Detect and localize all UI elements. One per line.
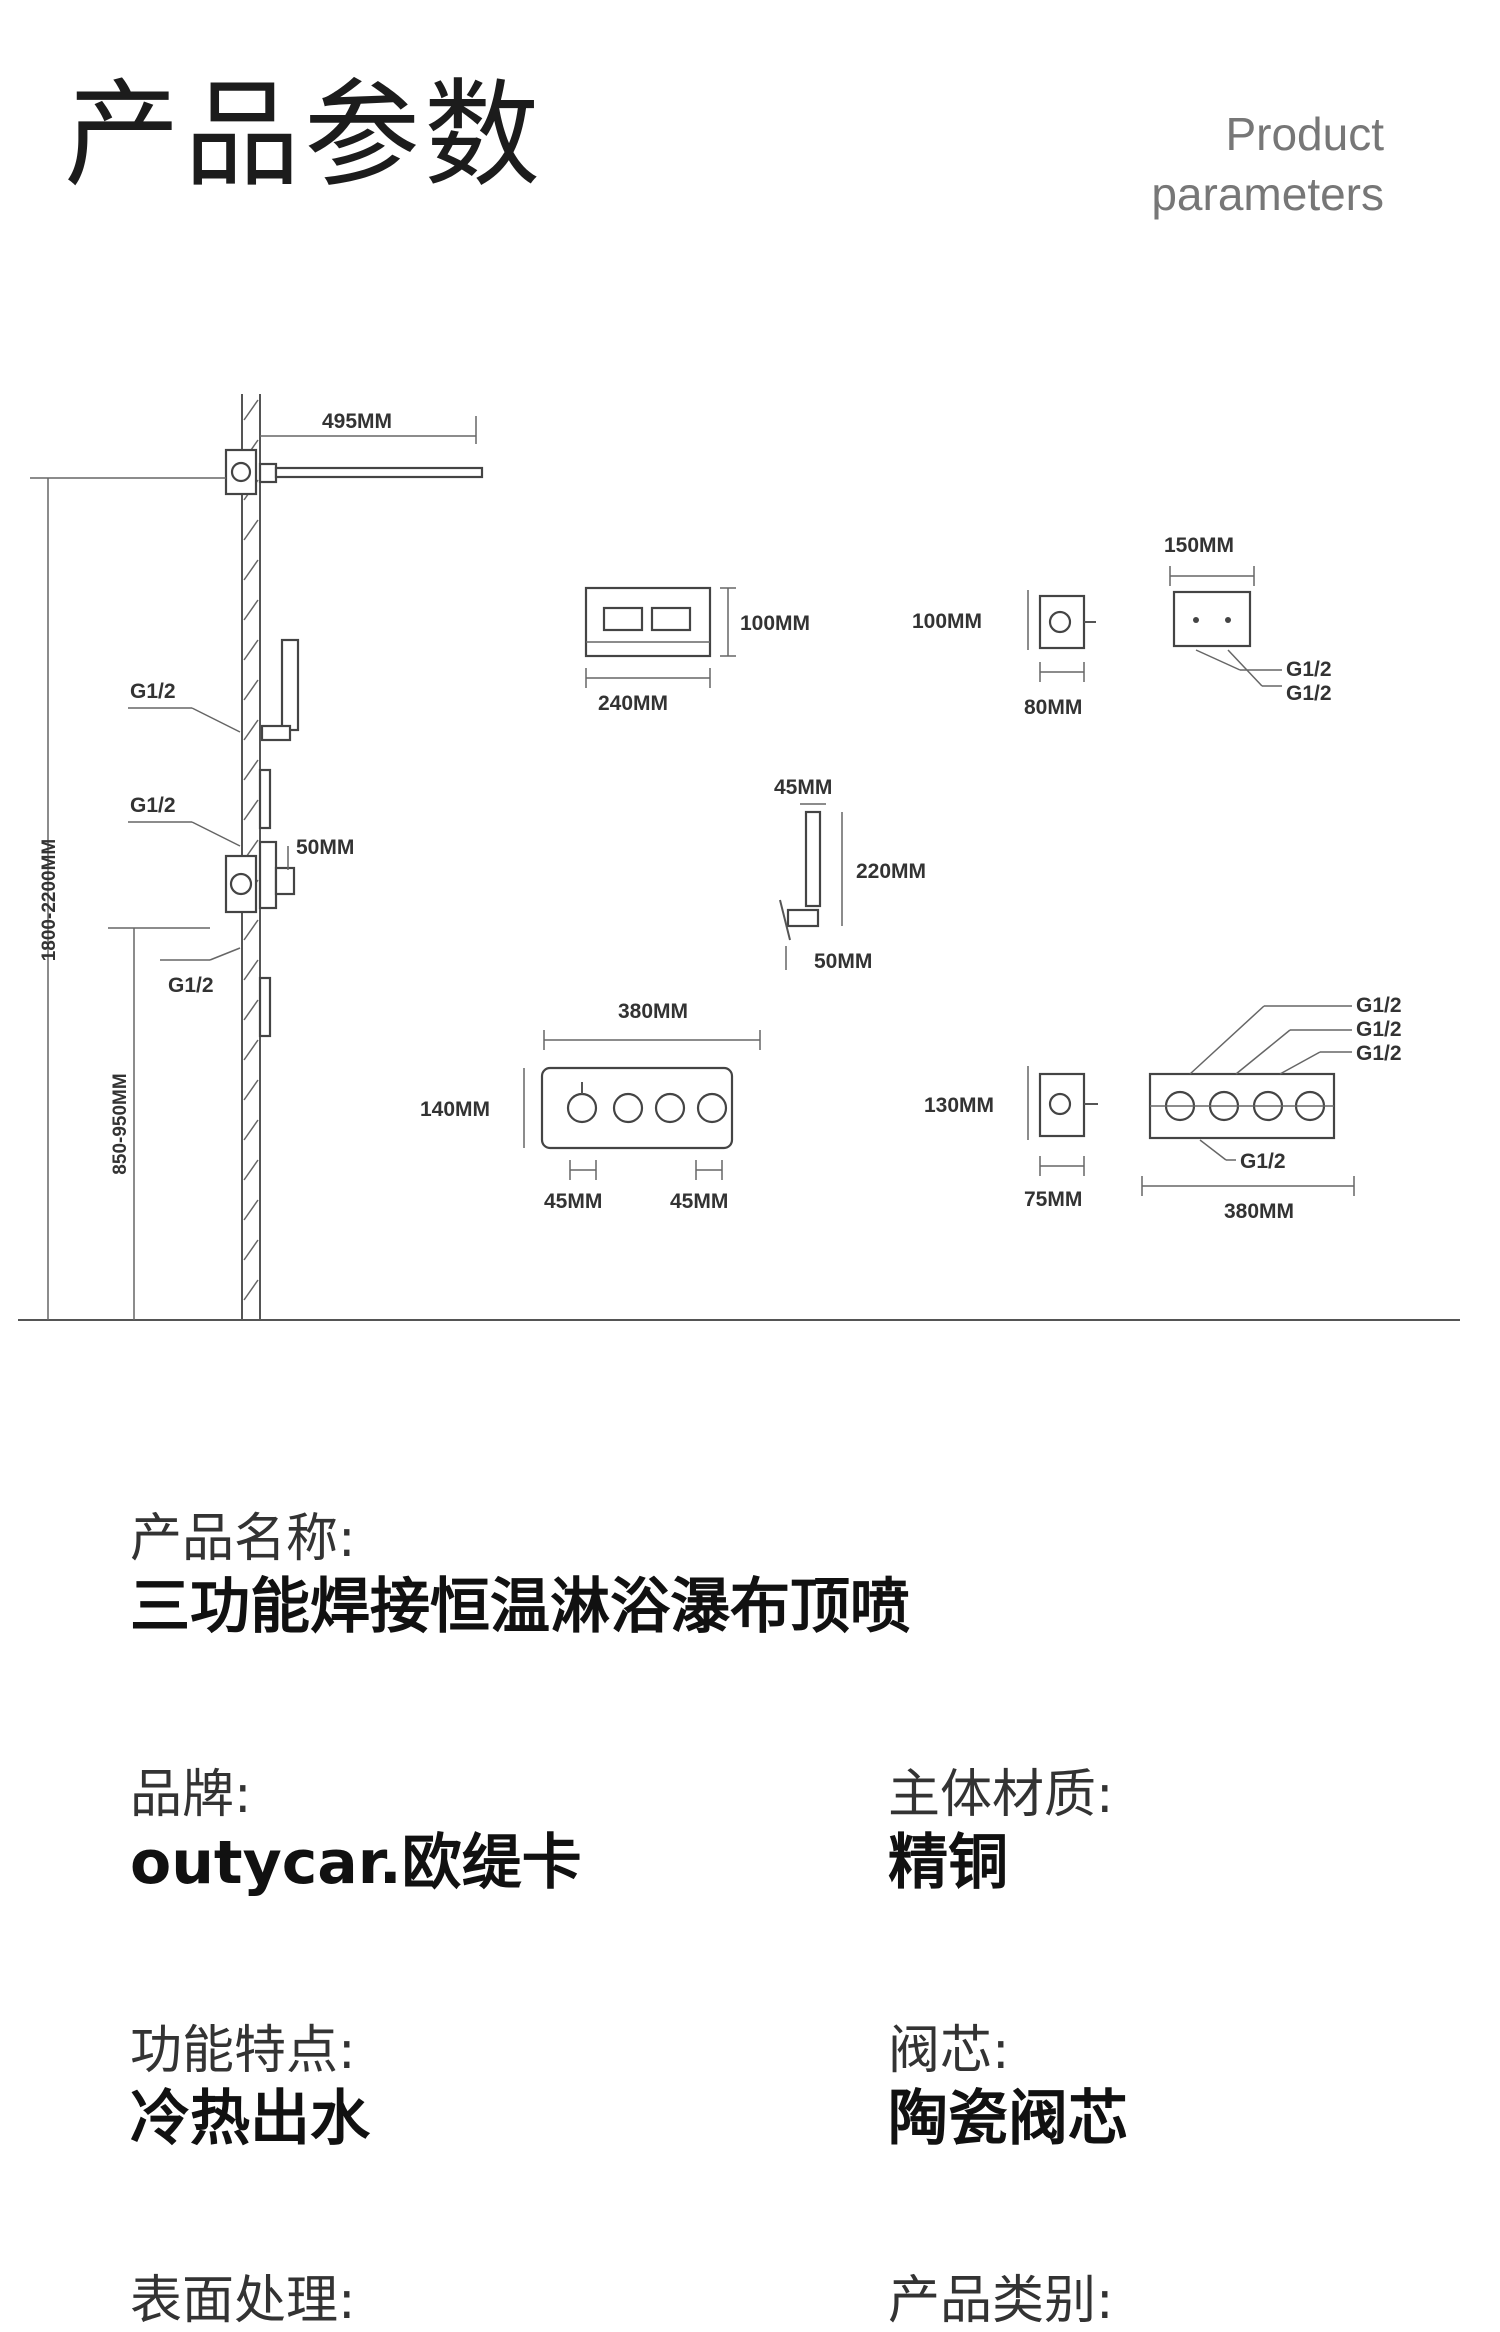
dim-130: 130MM	[924, 1094, 994, 1117]
dim-140: 140MM	[420, 1098, 490, 1121]
valve-core-value: 陶瓷阀芯	[888, 2084, 1128, 2155]
dim-240: 240MM	[598, 692, 668, 715]
dim-45a: 45MM	[774, 776, 832, 799]
thread-g6: G1/2	[1356, 994, 1402, 1017]
dim-150: 150MM	[1164, 534, 1234, 557]
param-category: 产品类别:	[888, 2270, 1114, 2332]
diverter-valve-side	[1038, 594, 1096, 650]
thermostatic-panel	[540, 1066, 734, 1150]
dim-220: 220MM	[856, 860, 926, 883]
param-brand: 品牌: outycar.欧缇卡	[130, 1764, 582, 1901]
brand-label: 品牌:	[130, 1765, 252, 1825]
dim-850-950: 850-950MM	[110, 1073, 131, 1174]
page-subtitle: Product parameters	[1151, 104, 1384, 224]
wall-mixer-valve	[224, 840, 296, 1038]
thread-g4: G1/2	[1286, 658, 1332, 681]
valve-body-front	[1148, 1072, 1336, 1140]
valve-core-label: 阀芯:	[888, 2021, 1010, 2081]
thread-g8: G1/2	[1356, 1042, 1402, 1065]
brand-value: outycar.欧缇卡	[130, 1828, 582, 1899]
dim-495: 495MM	[322, 410, 392, 433]
product-name-label: 产品名称:	[130, 1509, 356, 1569]
dim-100b: 100MM	[912, 610, 982, 633]
valve-body-side	[1038, 1072, 1098, 1138]
dim-80: 80MM	[1024, 696, 1082, 719]
ceiling-shower-head	[224, 448, 484, 496]
thread-g7: G1/2	[1356, 1018, 1402, 1041]
hand-shower	[779, 810, 822, 941]
thread-g9: G1/2	[1240, 1150, 1286, 1173]
thread-g2: G1/2	[130, 794, 176, 817]
thread-g5: G1/2	[1286, 682, 1332, 705]
dim-1800-2200: 1800-2200MM	[39, 839, 60, 962]
dim-45b: 45MM	[544, 1190, 602, 1213]
dim-50a: 50MM	[296, 836, 354, 859]
param-valve-core: 阀芯: 陶瓷阀芯	[888, 2020, 1128, 2157]
thread-g1: G1/2	[130, 680, 176, 703]
material-value: 精铜	[888, 1828, 1008, 1899]
thread-g3: G1/2	[168, 974, 214, 997]
feature-label: 功能特点:	[130, 2021, 356, 2081]
page-title: 产品参数	[64, 68, 544, 203]
param-product-name: 产品名称: 三功能焊接恒温淋浴瀑布顶喷	[130, 1508, 910, 1645]
param-feature: 功能特点: 冷热出水	[130, 2020, 370, 2157]
subtitle-line-2: parameters	[1151, 168, 1384, 220]
dimension-diagram: 495MM 1800-2200MM 850-950MM G1/2 G1/2 50…	[0, 380, 1500, 1340]
material-label: 主体材质:	[888, 1765, 1114, 1825]
dim-100a: 100MM	[740, 612, 810, 635]
product-name-value: 三功能焊接恒温淋浴瀑布顶喷	[130, 1572, 910, 1643]
dim-50b: 50MM	[814, 950, 872, 973]
dim-380b: 380MM	[1224, 1200, 1294, 1223]
diverter-valve-front	[1172, 590, 1252, 648]
rain-shower-cover	[584, 586, 712, 658]
param-material: 主体材质: 精铜	[888, 1764, 1114, 1901]
dim-75: 75MM	[1024, 1188, 1082, 1211]
category-label: 产品类别:	[888, 2271, 1114, 2331]
dimension-drawing: 495MM 1800-2200MM 850-950MM G1/2 G1/2 50…	[18, 394, 1460, 1321]
wall-hand-shower	[258, 638, 300, 830]
feature-value: 冷热出水	[130, 2084, 370, 2155]
subtitle-line-1: Product	[1225, 108, 1384, 160]
param-surface: 表面处理:	[130, 2270, 356, 2332]
surface-label: 表面处理:	[130, 2271, 356, 2331]
dim-45c: 45MM	[670, 1190, 728, 1213]
dim-380a: 380MM	[618, 1000, 688, 1023]
